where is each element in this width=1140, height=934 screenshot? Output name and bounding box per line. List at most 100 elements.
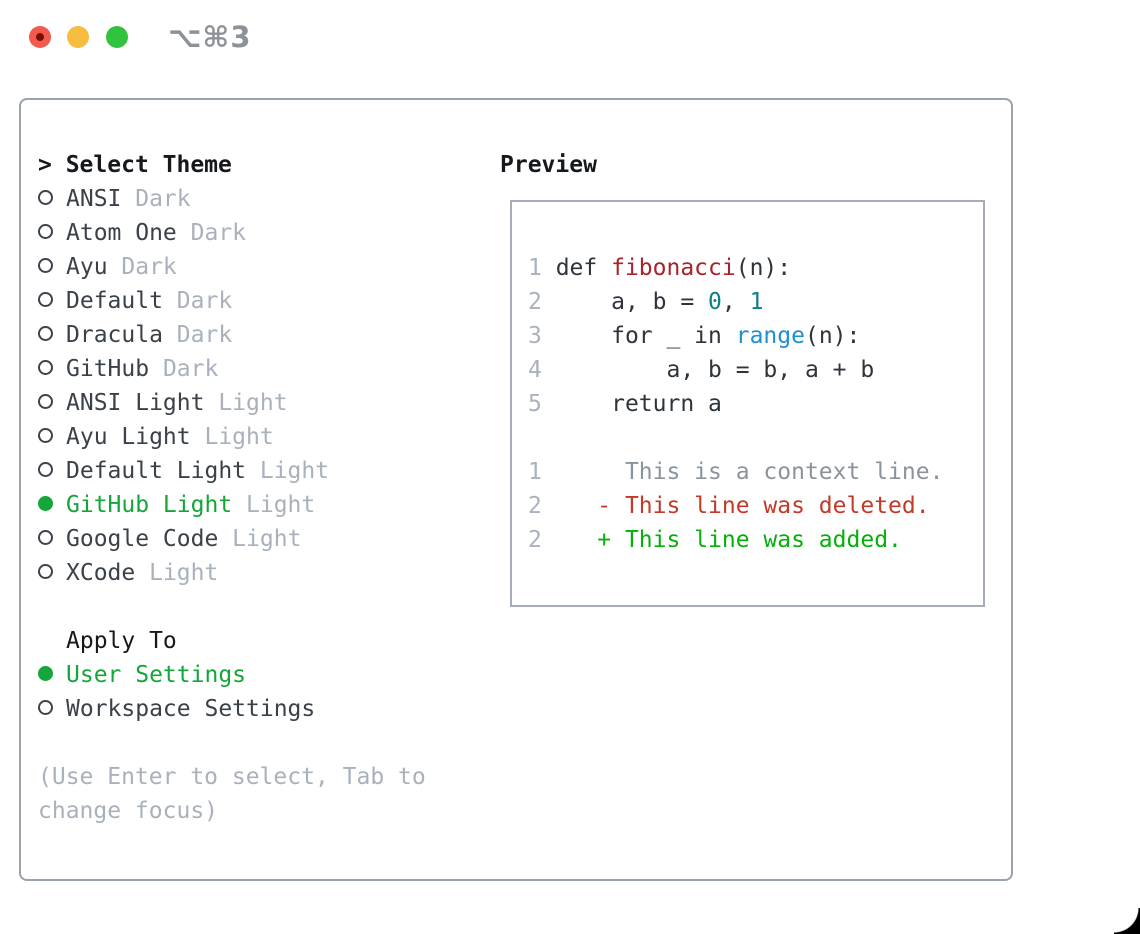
option-variant: Light: [246, 458, 330, 484]
line-number: 4: [528, 357, 556, 383]
radio-icon: [38, 564, 53, 579]
code-line: 2 + This line was added.: [528, 523, 943, 557]
screen-corner: [1114, 908, 1140, 934]
option-label: Google Code: [66, 526, 219, 552]
option-variant: Dark: [107, 254, 177, 280]
option-label: User Settings: [66, 662, 247, 688]
radio-selected-icon: [38, 666, 53, 681]
preview-header: Preview: [500, 152, 597, 178]
code-line: 3 for _ in range(n):: [528, 319, 943, 353]
code-token-deleted: - This line was deleted.: [555, 493, 930, 519]
code-token-added: + This line was added.: [555, 527, 902, 553]
option-variant: Light: [232, 492, 316, 518]
hint-line-1: (Use Enter to select, Tab to: [38, 764, 426, 790]
theme-option-default-light[interactable]: Default Light Light: [38, 454, 426, 488]
code-line: 2 - This line was deleted.: [528, 489, 943, 523]
code-token-func: fibonacci: [611, 255, 736, 281]
select-theme-header: > Select Theme: [38, 148, 426, 182]
option-label: Default: [66, 288, 163, 314]
line-number: 2: [528, 289, 556, 315]
caret-icon: >: [38, 152, 66, 178]
radio-selected-icon: [38, 496, 53, 511]
option-label: ANSI Light: [66, 390, 205, 416]
radio-icon: [38, 530, 53, 545]
code-token-num: 1: [749, 289, 764, 315]
theme-option-ansi[interactable]: ANSI Dark: [38, 182, 426, 216]
line-number: 3: [528, 323, 556, 349]
code-line: 1 This is a context line.: [528, 455, 943, 489]
option-variant: Dark: [176, 220, 247, 246]
radio-icon: [38, 428, 53, 443]
theme-option-github-light[interactable]: GitHub Light Light: [38, 488, 426, 522]
radio-icon: [38, 462, 53, 477]
code-line: 5 return a: [528, 387, 943, 421]
code-token-code: return a: [555, 391, 722, 417]
option-label: Ayu: [66, 254, 108, 280]
code-line: [528, 421, 943, 455]
option-label: ANSI: [66, 186, 122, 212]
apply-to-header: Apply To: [66, 628, 177, 654]
option-label: XCode: [66, 560, 136, 586]
code-line: 2 a, b = 0, 1: [528, 285, 943, 319]
zoom-button[interactable]: [106, 26, 128, 48]
close-button[interactable]: [29, 26, 51, 48]
radio-icon: [38, 700, 53, 715]
unsaved-dot-icon: [36, 33, 44, 41]
code-token-code: a, b =: [555, 289, 709, 315]
theme-option-atom-one[interactable]: Atom One Dark: [38, 216, 426, 250]
minimize-button[interactable]: [67, 26, 89, 48]
radio-icon: [38, 360, 53, 375]
radio-icon: [38, 292, 53, 307]
radio-icon: [38, 190, 53, 205]
hint-line-2: change focus): [38, 798, 219, 824]
code-token-code: for _ in: [555, 323, 736, 349]
gap: [38, 726, 426, 760]
theme-option-xcode[interactable]: XCode Light: [38, 556, 426, 590]
theme-option-ayu-light[interactable]: Ayu Light Light: [38, 420, 426, 454]
option-variant: Light: [218, 526, 302, 552]
option-label: Workspace Settings: [66, 696, 316, 722]
gap: [38, 590, 426, 624]
code-line: 1 def fibonacci(n):: [528, 251, 943, 285]
radio-icon: [38, 326, 53, 341]
line-number: 1: [528, 459, 556, 485]
option-variant: Dark: [149, 356, 219, 382]
code-token-call: range: [735, 323, 805, 349]
option-variant: Light: [204, 390, 288, 416]
window-titlebar: ⌥⌘3: [0, 0, 1140, 74]
option-label: GitHub Light: [66, 492, 233, 518]
code-token-num: 0: [708, 289, 722, 315]
option-label: Ayu Light: [66, 424, 191, 450]
radio-icon: [38, 258, 53, 273]
apply-option-workspace-settings[interactable]: Workspace Settings: [38, 692, 426, 726]
code-token-code: def: [555, 255, 612, 281]
theme-option-ansi-light[interactable]: ANSI Light Light: [38, 386, 426, 420]
option-variant: Dark: [121, 186, 191, 212]
option-label: Dracula: [66, 322, 163, 348]
theme-option-default[interactable]: Default Dark: [38, 284, 426, 318]
code-token-code: a, b = b, a + b: [555, 357, 875, 383]
option-variant: Dark: [162, 322, 233, 348]
option-label: Default Light: [66, 458, 247, 484]
code-token-code: (n):: [735, 255, 792, 281]
option-label: GitHub: [66, 356, 150, 382]
theme-option-dracula[interactable]: Dracula Dark: [38, 318, 426, 352]
code-token-code: (n):: [804, 323, 861, 349]
code-line: 4 a, b = b, a + b: [528, 353, 943, 387]
theme-option-ayu[interactable]: Ayu Dark: [38, 250, 426, 284]
radio-icon: [38, 394, 53, 409]
select-theme-title: Select Theme: [65, 152, 232, 178]
theme-option-github[interactable]: GitHub Dark: [38, 352, 426, 386]
line-number: 2: [528, 493, 556, 519]
code-token-context: This is a context line.: [555, 459, 944, 485]
apply-option-user-settings[interactable]: User Settings: [38, 658, 426, 692]
line-number: 5: [528, 391, 556, 417]
line-number: 2: [528, 527, 556, 553]
line-number: 1: [528, 255, 556, 281]
theme-option-google-code[interactable]: Google Code Light: [38, 522, 426, 556]
